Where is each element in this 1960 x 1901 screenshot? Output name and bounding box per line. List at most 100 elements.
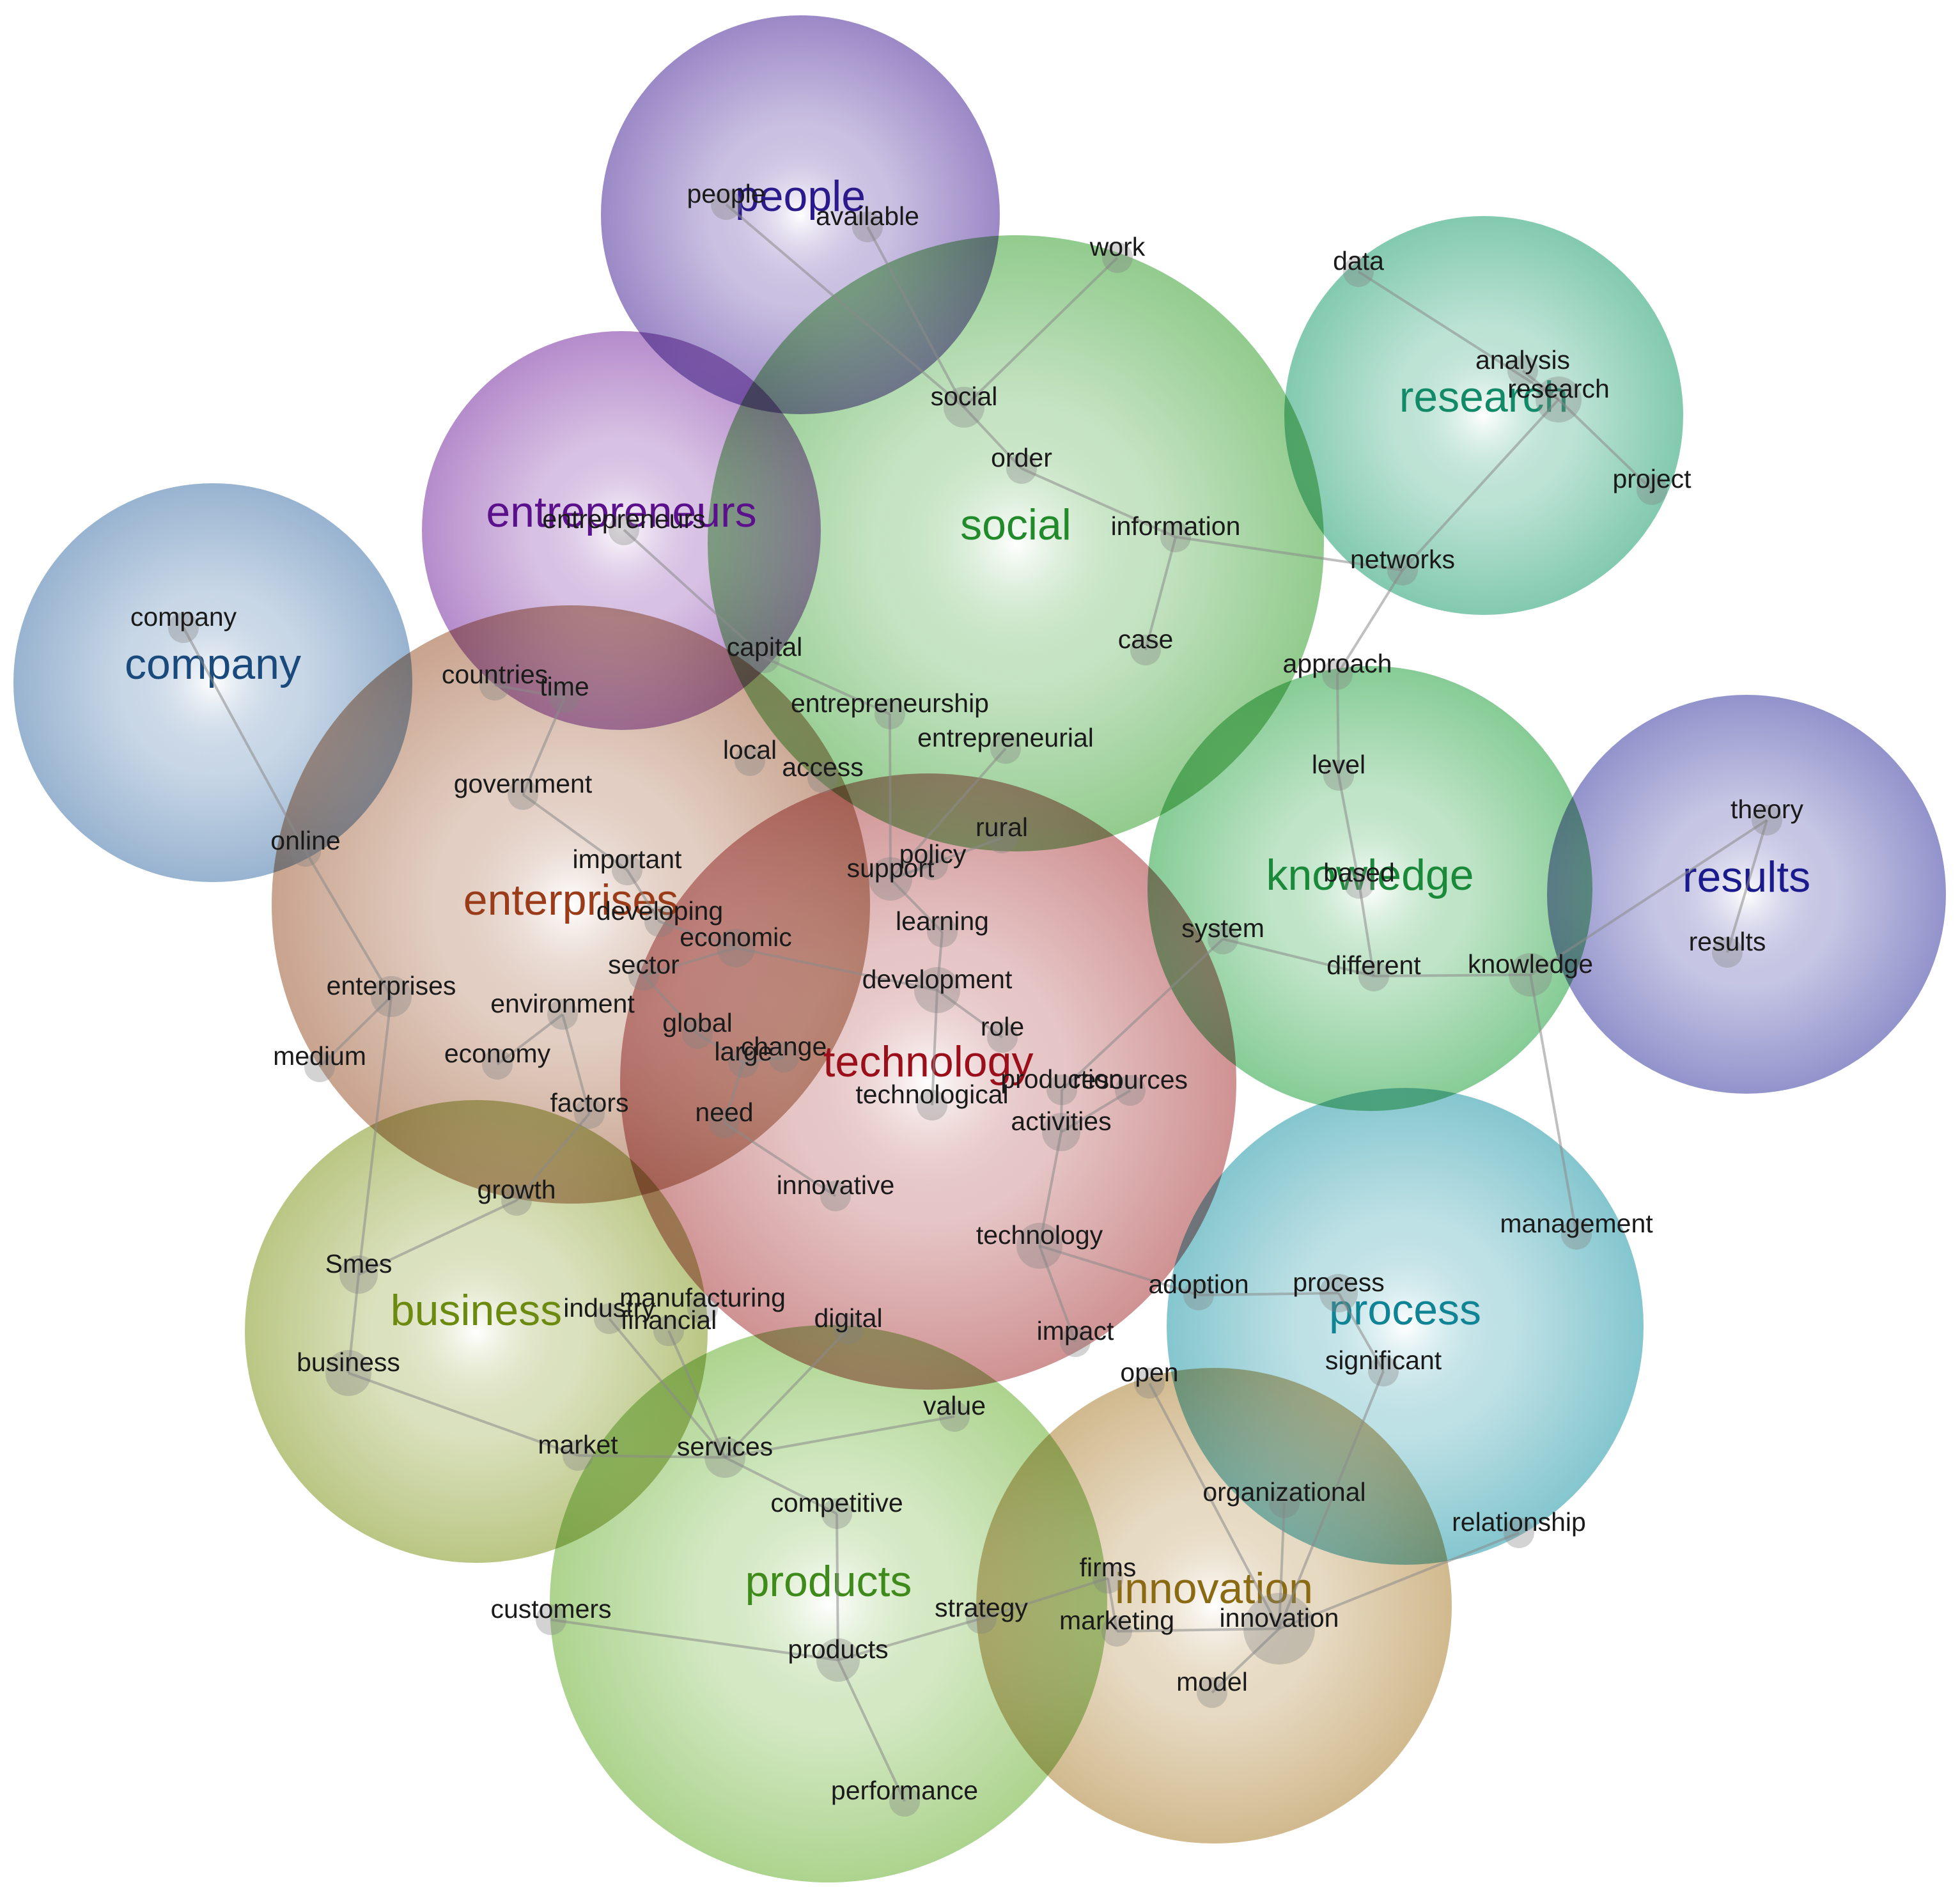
term-node-entrepreneurial [990, 733, 1021, 764]
term-node-economy [482, 1049, 513, 1080]
term-node-market [563, 1440, 593, 1471]
term-node-management [1561, 1219, 1592, 1250]
cluster-label-research: research [1399, 373, 1569, 421]
term-label-model: model [1176, 1667, 1248, 1696]
edge-government-important [522, 793, 628, 871]
term-node-model [1197, 1677, 1227, 1708]
term-node-sector [628, 960, 659, 991]
term-nodes [168, 189, 1782, 1817]
term-node-adoption [1183, 1280, 1214, 1310]
term-label-digital: digital [814, 1303, 882, 1333]
term-node-social [944, 387, 984, 428]
term-node-development [914, 967, 960, 1013]
edge-company-online [182, 627, 307, 852]
term-label-learning: learning [896, 906, 989, 936]
term-node-change [768, 1042, 799, 1073]
term-label-work: work [1089, 232, 1146, 261]
term-label-networks: networks [1350, 545, 1455, 574]
term-node-local [735, 745, 765, 776]
edge-developing-economic [659, 920, 736, 949]
edge-research-networks [1401, 398, 1560, 571]
cluster-bubble-social [708, 235, 1324, 851]
cluster-label-social: social [960, 500, 1071, 549]
term-label-competitive: competitive [770, 1488, 903, 1517]
edge-innovation-model [1211, 1627, 1280, 1694]
edge-system-production [1061, 938, 1224, 1091]
edge-level-based [1337, 775, 1360, 884]
term-node-performance [889, 1786, 920, 1817]
cluster-label-knowledge: knowledge [1266, 851, 1474, 899]
edge-sector-global [642, 974, 699, 1035]
term-node-role [987, 1022, 1018, 1053]
term-label-financial: financial [621, 1305, 717, 1335]
term-node-products [816, 1638, 860, 1682]
cluster-bubble-innovation [976, 1368, 1452, 1843]
term-node-enterprises [371, 976, 412, 1017]
term-node-digital [833, 1314, 864, 1344]
term-label-manufacturing: manufacturing [619, 1283, 786, 1312]
edge-products-performance [837, 1659, 906, 1802]
term-node-technological [917, 1090, 947, 1121]
term-label-data: data [1333, 246, 1384, 275]
term-node-networks [1387, 555, 1418, 586]
term-node-technology [1016, 1223, 1062, 1269]
term-node-open [1134, 1368, 1165, 1399]
cluster-bubble-results [1547, 695, 1946, 1094]
edge-technology-impact [1038, 1245, 1077, 1342]
term-label-company: company [130, 602, 237, 632]
term-node-important [612, 855, 642, 885]
edge-market-services [577, 1454, 726, 1459]
edge-support-learning [889, 878, 944, 933]
edge-entrepreneurs-capital [623, 529, 766, 659]
term-label-economy: economy [444, 1039, 551, 1068]
term-label-support: support [847, 853, 935, 883]
term-node-developing [644, 906, 675, 937]
term-node-smes [339, 1255, 378, 1294]
term-node-rural [986, 823, 1017, 853]
term-label-results: results [1689, 927, 1766, 956]
term-label-project: project [1612, 464, 1692, 493]
term-label-enterprises: enterprises [327, 971, 456, 1000]
edge-value-services [724, 1415, 955, 1459]
term-label-innovation: innovation [1220, 1603, 1339, 1633]
term-label-system: system [1181, 913, 1264, 943]
term-node-marketing [1101, 1616, 1132, 1647]
term-label-strategy: strategy [935, 1593, 1028, 1622]
term-node-support [869, 857, 912, 901]
edge-entrepreneurship-support [889, 713, 892, 880]
cluster-label-business: business [391, 1286, 562, 1335]
term-node-capital [749, 642, 780, 673]
term-node-online [290, 836, 321, 867]
term-node-manufacturing [687, 1293, 718, 1324]
term-label-access: access [782, 752, 864, 782]
edge-relationship-innovation [1279, 1532, 1520, 1630]
term-label-countries: countries [442, 660, 548, 689]
term-node-results [1712, 937, 1743, 968]
term-node-available [852, 212, 883, 242]
cluster-bubble-products [550, 1325, 1107, 1882]
edge-industry-services [608, 1317, 726, 1459]
term-label-large: large [714, 1037, 772, 1066]
edge-system-different [1222, 938, 1374, 977]
edge-economic-development [735, 947, 938, 991]
term-label-market: market [538, 1430, 618, 1459]
term-label-smes: Smes [325, 1249, 393, 1278]
term-label-different: different [1326, 950, 1421, 980]
term-label-need: need [695, 1098, 753, 1127]
term-node-time [549, 682, 580, 713]
edge-development-role [936, 989, 1004, 1039]
edge-online-enterprises [304, 850, 393, 998]
edge-order-information [1021, 467, 1176, 538]
term-label-time: time [540, 672, 589, 701]
edge-social-order [963, 406, 1023, 470]
cluster-label-technology: technology [823, 1037, 1034, 1086]
term-label-theory: theory [1731, 795, 1803, 824]
term-label-information: information [1111, 511, 1241, 541]
term-label-growth: growth [477, 1175, 556, 1204]
edge-process-significant [1337, 1292, 1385, 1372]
term-node-entrepreneurs [609, 515, 639, 545]
edge-financial-services [667, 1330, 726, 1458]
term-label-role: role [981, 1012, 1024, 1041]
term-label-change: change [741, 1032, 827, 1061]
